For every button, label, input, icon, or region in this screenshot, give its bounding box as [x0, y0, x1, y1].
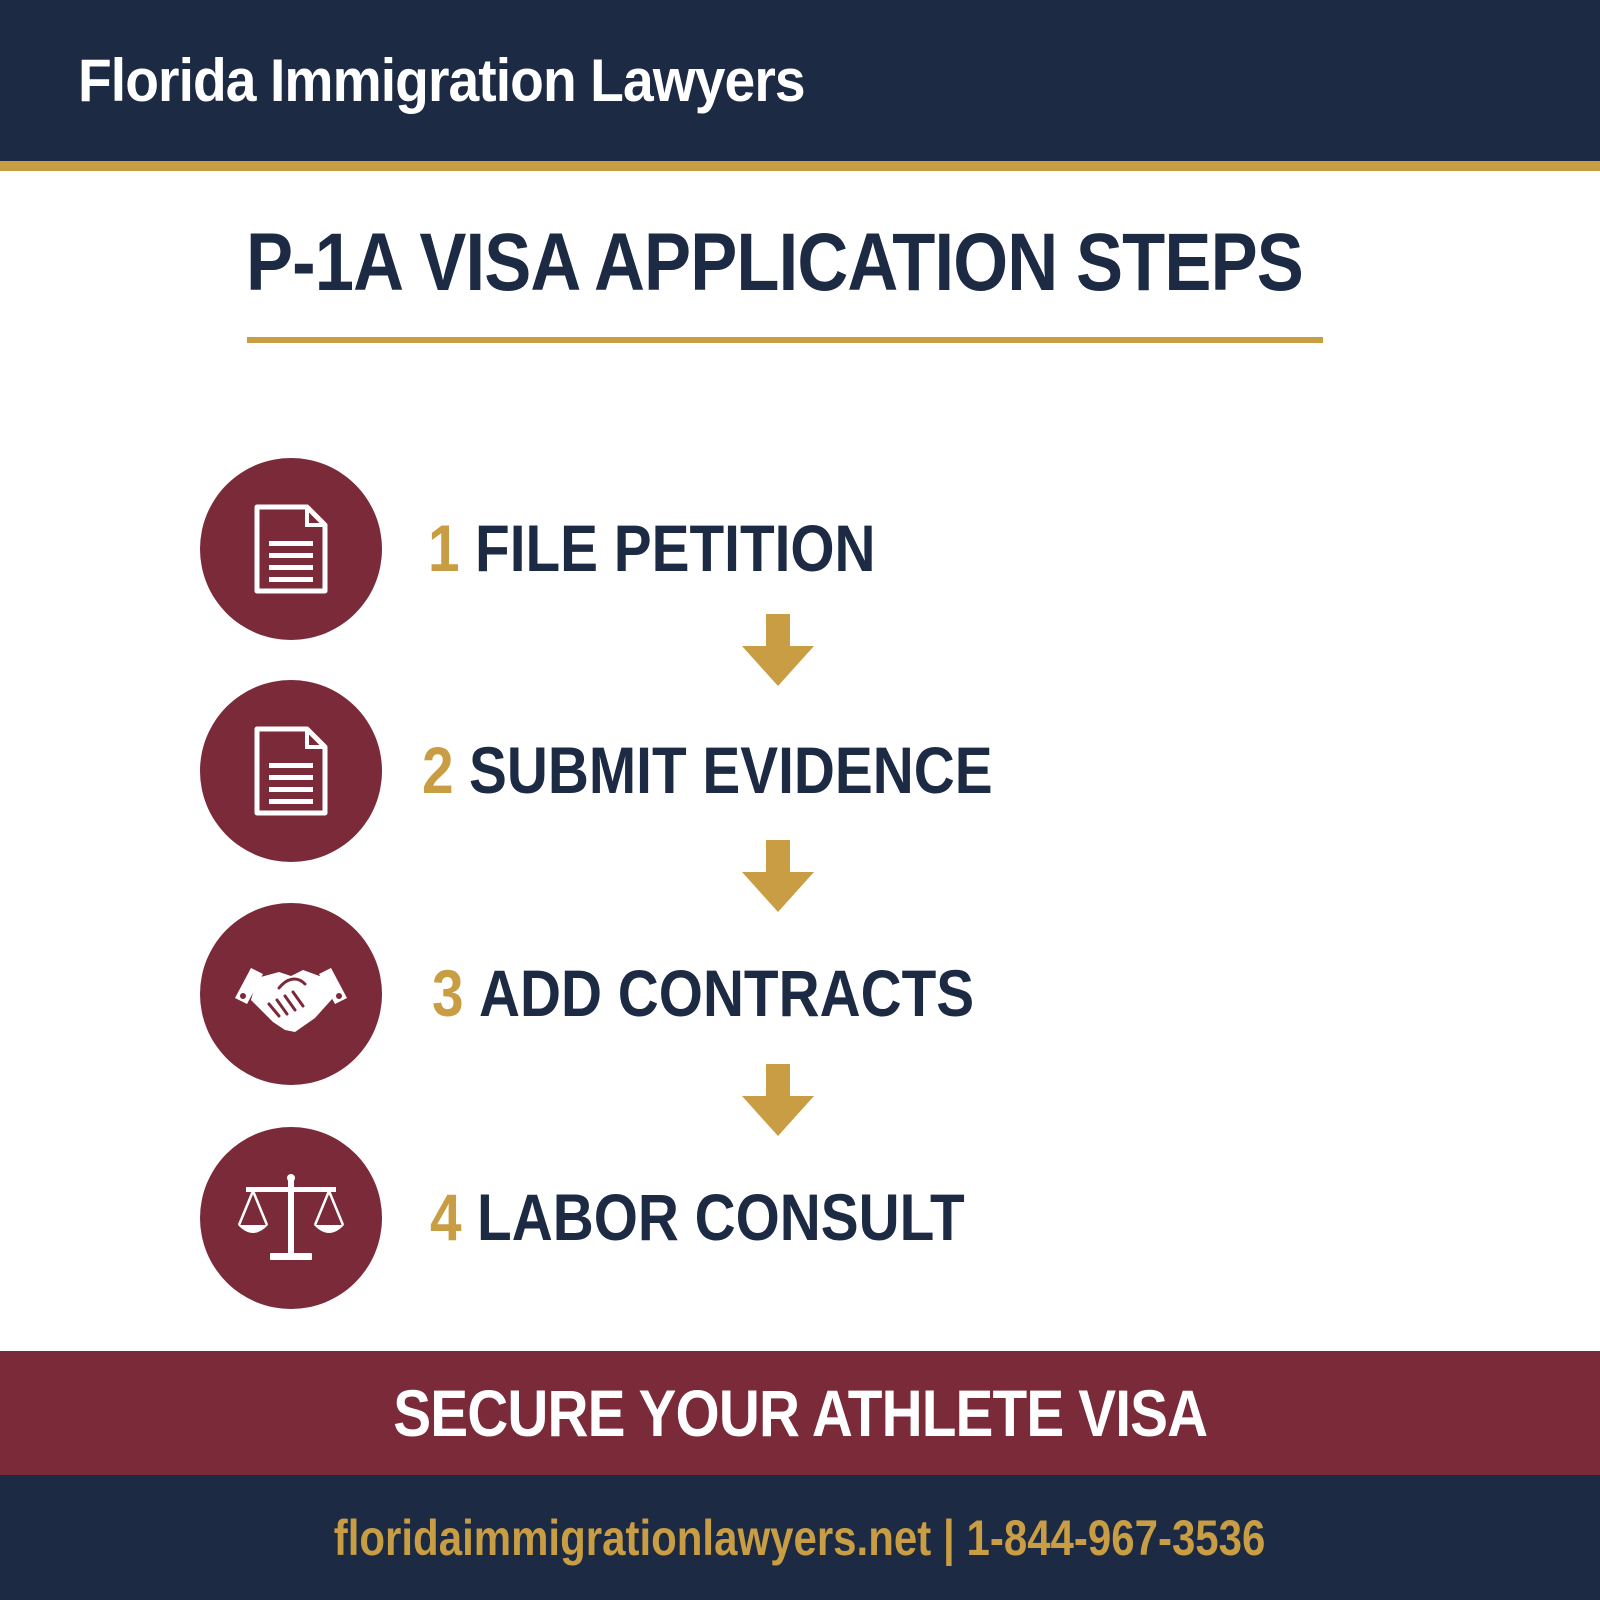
step-label: SUBMIT EVIDENCE: [469, 733, 993, 807]
step-number: 4: [430, 1180, 462, 1254]
step-1-icon-circle: [200, 458, 382, 640]
document-icon: [254, 726, 328, 816]
arrow-down-icon: [742, 1064, 814, 1136]
step-3-icon-circle: [200, 903, 382, 1085]
step-number: 1: [428, 511, 460, 585]
step-label: FILE PETITION: [475, 511, 876, 585]
arrow-down-icon: [742, 840, 814, 912]
step-2-icon-circle: [200, 680, 382, 862]
footer-contact: floridaimmigrationlawyers.net|1-844-967-…: [334, 1508, 1266, 1568]
step-number: 3: [432, 956, 464, 1030]
footer-separator: |: [943, 1509, 956, 1566]
handshake-icon: [235, 968, 347, 1032]
footer-bar: floridaimmigrationlawyers.net|1-844-967-…: [0, 1475, 1600, 1600]
website-link[interactable]: floridaimmigrationlawyers.net: [334, 1509, 932, 1566]
step-number: 2: [422, 733, 454, 807]
firm-name: Florida Immigration Lawyers: [78, 47, 806, 114]
step-label: LABOR CONSULT: [477, 1180, 965, 1254]
document-icon: [254, 504, 328, 594]
header-gold-rule: [0, 161, 1600, 171]
step-label: ADD CONTRACTS: [479, 956, 975, 1030]
cta-banner: SECURE YOUR ATHLETE VISA: [0, 1351, 1600, 1475]
title-underline: [247, 337, 1323, 343]
step-4-icon-circle: [200, 1127, 382, 1309]
page-title: P-1A VISA APPLICATION STEPS: [246, 217, 1304, 308]
arrow-down-icon: [742, 614, 814, 686]
cta-text: SECURE YOUR ATHLETE VISA: [392, 1376, 1208, 1450]
scales-of-justice-icon: [237, 1174, 345, 1260]
header-bar: Florida Immigration Lawyers: [0, 0, 1600, 161]
phone-number[interactable]: 1-844-967-3536: [966, 1509, 1266, 1566]
